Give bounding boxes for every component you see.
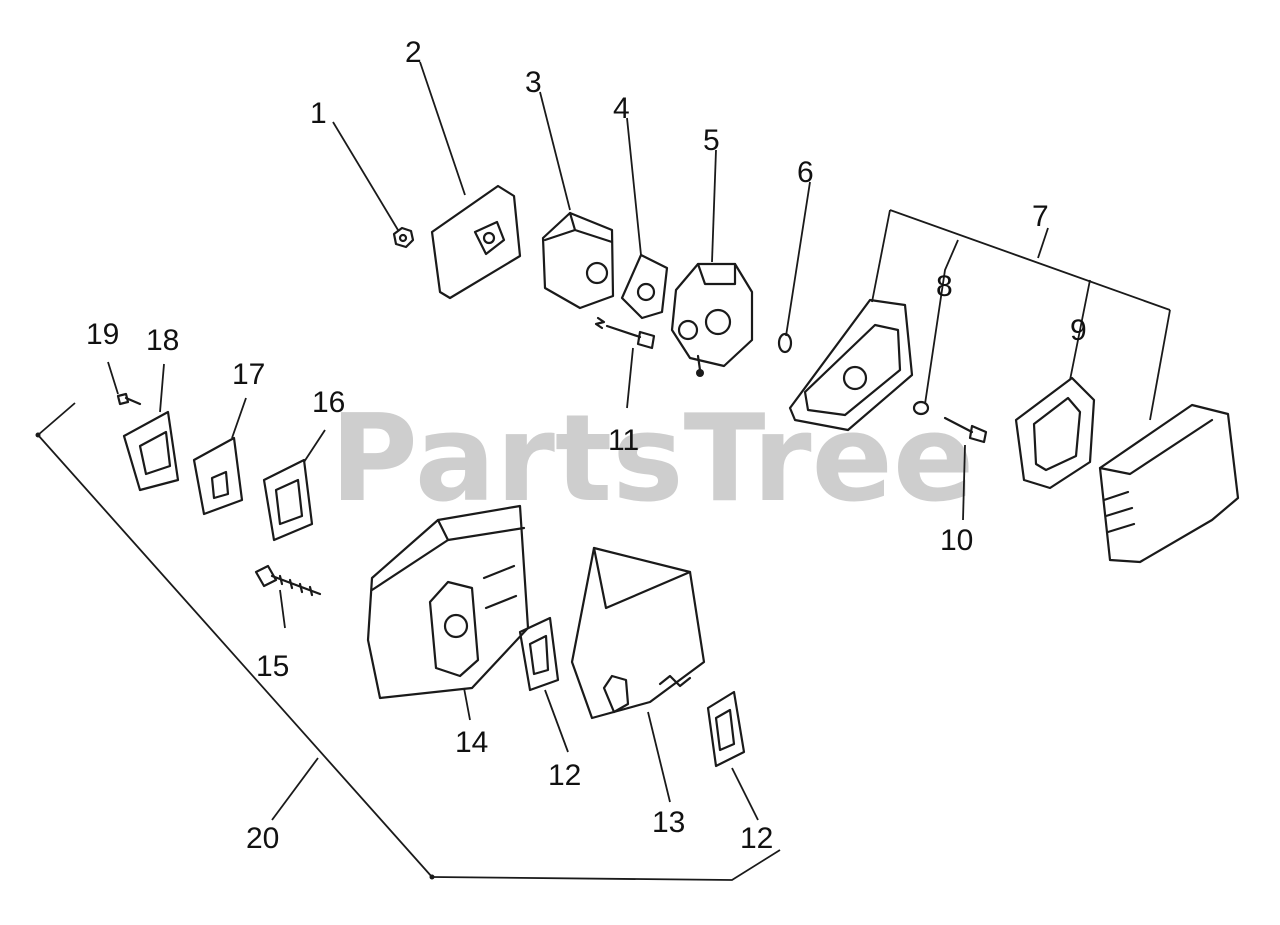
- callout-13: 13: [652, 806, 685, 839]
- part-7-cover: [1098, 403, 1240, 564]
- part-7-air-cleaner-base: [788, 298, 930, 432]
- part-4-gasket: [620, 253, 669, 320]
- callout-16: 16: [312, 386, 345, 419]
- part-19-bolt: [116, 392, 142, 406]
- part-1-nut: [392, 226, 415, 249]
- part-18-screen-bracket: [122, 410, 180, 492]
- part-17-plate: [192, 436, 244, 516]
- callout-10: 10: [940, 524, 973, 557]
- callout-5: 5: [703, 124, 720, 157]
- part-10-bolt: [943, 416, 988, 444]
- callout-17: 17: [232, 358, 265, 391]
- callout-2: 2: [405, 36, 422, 69]
- callout-3: 3: [525, 66, 542, 99]
- callout-20: 20: [246, 822, 279, 855]
- callout-1: 1: [310, 97, 327, 130]
- callout-12-right: 12: [740, 822, 773, 855]
- leader-lines: [35, 61, 1171, 881]
- part-14-muffler: [366, 504, 530, 700]
- callout-8: 8: [936, 270, 953, 303]
- part-6-o-ring: [777, 332, 793, 354]
- part-11-screw: [594, 316, 656, 350]
- part-5-carburetor: [670, 262, 754, 377]
- callout-19: 19: [86, 318, 119, 351]
- callout-7: 7: [1032, 200, 1049, 233]
- part-16-gasket: [262, 458, 314, 542]
- part-15-long-bolt: [254, 564, 322, 597]
- callout-6: 6: [797, 156, 814, 189]
- callout-9: 9: [1070, 314, 1087, 347]
- callout-15: 15: [256, 650, 289, 683]
- callout-11: 11: [608, 424, 639, 457]
- callout-14: 14: [455, 726, 488, 759]
- part-13-heat-shield: [570, 546, 706, 720]
- callout-4: 4: [613, 92, 630, 125]
- part-3-spacer-block: [541, 211, 615, 310]
- callout-12-left: 12: [548, 759, 581, 792]
- part-12-gasket-left: [518, 616, 560, 692]
- part-9-filter-element: [1014, 376, 1096, 490]
- part-12-gasket-right: [706, 690, 746, 768]
- part-2-insulator-plate: [430, 184, 522, 300]
- watermark-text: PartsTree: [330, 390, 974, 529]
- callout-18: 18: [146, 324, 179, 357]
